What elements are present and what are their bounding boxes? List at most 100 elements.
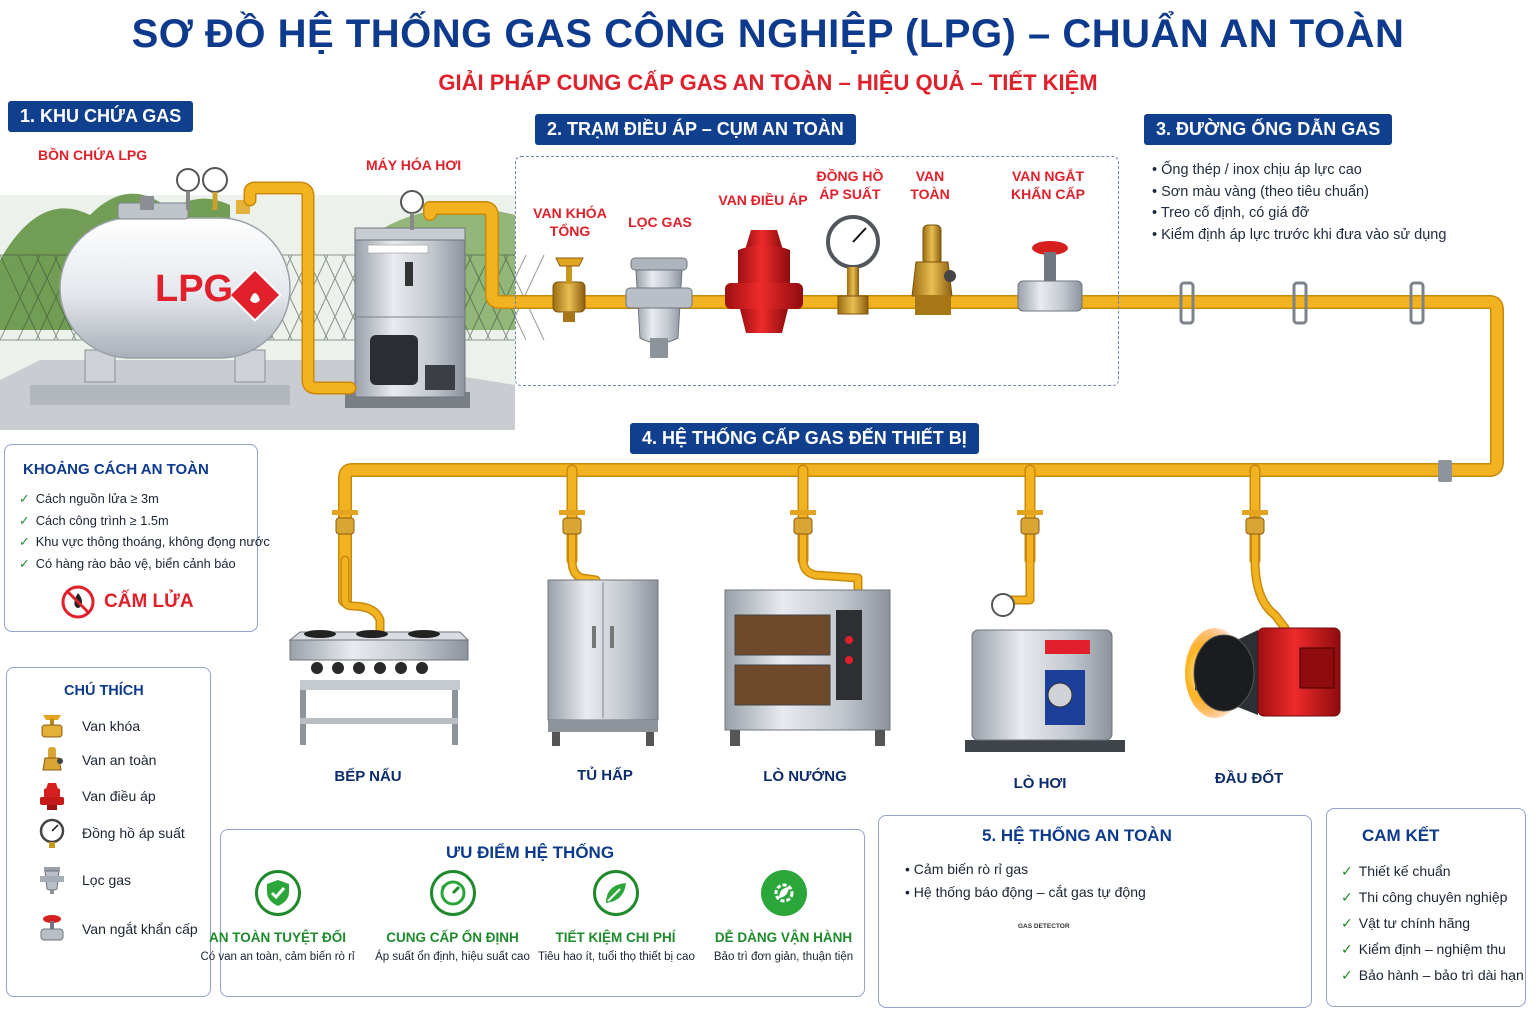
commitment-title: CAM KẾT bbox=[1362, 826, 1440, 845]
legend-panel: CHÚ THÍCH Van khóa Van an toàn Van điều … bbox=[6, 667, 211, 997]
burner bbox=[1185, 627, 1341, 718]
device-ball-valve bbox=[562, 517, 582, 535]
pipe-segment bbox=[342, 557, 383, 635]
pressure-regulator bbox=[725, 230, 803, 333]
gas-filter-icon bbox=[40, 867, 64, 894]
label-gas-filter: LỌC GAS bbox=[628, 214, 692, 230]
device-valve-handle bbox=[1017, 510, 1043, 515]
legend-title: CHÚ THÍCH bbox=[64, 683, 144, 699]
list-item: ✓Bảo hành – bảo trì dài hạn bbox=[1341, 967, 1524, 983]
no-fire-warning: CẤM LỬA bbox=[61, 585, 194, 619]
safety-system-panel: 5. HỆ THỐNG AN TOÀN bbox=[878, 815, 1312, 1008]
tank-label: BỒN CHỨA LPG bbox=[38, 147, 148, 163]
check-icon: ✓ bbox=[1341, 941, 1353, 957]
emergency-valve-icon bbox=[40, 915, 64, 941]
label-regulator: VAN ĐIỀU ÁP bbox=[718, 192, 808, 208]
stove bbox=[288, 630, 470, 745]
emergency-shutoff-valve bbox=[1017, 241, 1083, 312]
pipeline-note: Treo cố định, có giá đỡ bbox=[1152, 203, 1446, 225]
list-item: ✓Cách công trình ≥ 1.5m bbox=[19, 512, 169, 528]
list-item: Cảm biến rò rỉ gas bbox=[905, 858, 1146, 881]
safe-distance-list: ✓Cách nguồn lửa ≥ 3m ✓Cách công trình ≥ … bbox=[19, 488, 270, 575]
pipeline-note: Sơn màu vàng (theo tiêu chuẩn) bbox=[1152, 182, 1446, 204]
pipe-union bbox=[1438, 460, 1452, 482]
no-fire-text: CẤM LỬA bbox=[104, 591, 194, 612]
lpg-tank bbox=[59, 202, 291, 383]
section-tag-storage: 1. KHU CHỨA GAS bbox=[8, 101, 194, 132]
page-subtitle: GIẢI PHÁP CUNG CẤP GAS AN TOÀN – HIỆU QU… bbox=[438, 70, 1098, 95]
device-valve-handle bbox=[332, 510, 358, 515]
check-icon: ✓ bbox=[1341, 863, 1353, 879]
legend-item: Van khóa bbox=[37, 711, 140, 741]
vaporizer-label: MÁY HÓA HƠI bbox=[366, 157, 462, 173]
fence-wire bbox=[0, 254, 41, 341]
device-valve-handle bbox=[1242, 510, 1268, 515]
pipe-segment bbox=[569, 527, 599, 583]
detector-label: GAS DETECTOR bbox=[1018, 923, 1070, 930]
pipe-segment-outline bbox=[998, 525, 1035, 605]
tank-fittings bbox=[140, 167, 250, 214]
safety-valve bbox=[911, 224, 956, 315]
safety-system-list: Cảm biến rò rỉ gas Hệ thống báo động – c… bbox=[905, 858, 1146, 904]
pressure-gauge-icon bbox=[39, 818, 65, 848]
legend-item: Van điều áp bbox=[37, 781, 156, 811]
gear-leaf-icon bbox=[760, 870, 807, 916]
safety-system-title: 5. HỆ THỐNG AN TOÀN bbox=[982, 826, 1172, 845]
device-ball-valve bbox=[1020, 517, 1040, 535]
vaporizer bbox=[345, 190, 470, 408]
advantage-item: TIẾT KIỆM CHI PHÍ Tiêu hao ít, tuổi thọ … bbox=[538, 870, 695, 963]
safety-valve-icon bbox=[42, 747, 63, 771]
steamer-cabinet bbox=[547, 579, 659, 746]
check-icon: ✓ bbox=[1341, 889, 1353, 905]
fence-wire bbox=[17, 254, 59, 341]
list-item: ✓Khu vực thông thoáng, không đọng nước bbox=[19, 534, 270, 550]
section-tag-pipeline: 3. ĐƯỜNG ỐNG DẪN GAS bbox=[1144, 114, 1393, 145]
regulator-icon bbox=[40, 783, 64, 810]
device-ball-valve bbox=[335, 517, 355, 535]
boiler bbox=[965, 593, 1125, 752]
check-icon: ✓ bbox=[1341, 967, 1353, 983]
commitment-panel: CAM KẾT ✓Thiết kế chuẩn ✓Thi công chuyên… bbox=[1326, 808, 1526, 1007]
section-tag-regulator: 2. TRẠM ĐIỀU ÁP – CỤM AN TOÀN bbox=[535, 114, 856, 145]
tank-marking: LPG bbox=[155, 268, 234, 310]
list-item: ✓Có hàng rào bảo vệ, biển cảnh báo bbox=[19, 556, 236, 572]
pipeline-note: Ống thép / inox chịu áp lực cao bbox=[1152, 160, 1446, 182]
device-valve-handle bbox=[559, 510, 585, 515]
check-icon: ✓ bbox=[19, 556, 30, 572]
device-label-burner: ĐẦU ĐỐT bbox=[1214, 770, 1284, 787]
legend-item: Đồng hồ áp suất bbox=[37, 818, 185, 848]
label-emergency-valve: VAN NGẮT KHẨN CẤP bbox=[1011, 168, 1085, 202]
legend-item: Van ngắt khẩn cấp bbox=[37, 914, 198, 944]
label-main-valve: VAN KHÓA TỔNG bbox=[533, 205, 607, 239]
list-item: ✓Thiết kế chuẩn bbox=[1341, 863, 1451, 879]
ball-valve-icon bbox=[41, 715, 63, 738]
label-safety-valve: VAN TOÀN bbox=[910, 168, 950, 202]
list-item: ✓Vật tư chính hãng bbox=[1341, 915, 1471, 931]
pipe-segment bbox=[339, 202, 1503, 606]
pipe-bracket bbox=[1179, 281, 1195, 325]
pipeline-notes: Ống thép / inox chịu áp lực cao Sơn màu … bbox=[1152, 160, 1447, 246]
section-tag-supply: 4. HỆ THỐNG CẤP GAS ĐẾN THIẾT BỊ bbox=[630, 423, 979, 454]
advantages-panel: ƯU ĐIỂM HỆ THỐNG bbox=[220, 829, 865, 997]
legend-item: Lọc gas bbox=[37, 865, 131, 895]
device-label-boiler: LÒ HƠI bbox=[1013, 775, 1067, 792]
device-label-oven: LÒ NƯỚNG bbox=[763, 768, 847, 785]
leaf-icon bbox=[592, 870, 639, 916]
pipe-segment bbox=[1252, 517, 1288, 631]
regulator-station-frame bbox=[515, 156, 1119, 386]
list-item: ✓Thi công chuyên nghiệp bbox=[1341, 889, 1508, 905]
device-label-stove: BẾP NẤU bbox=[334, 768, 402, 785]
device-valve-handle bbox=[790, 510, 816, 515]
check-icon: ✓ bbox=[1341, 915, 1353, 931]
advantage-item: DỄ DÀNG VẬN HÀNH Bảo trì đơn giản, thuận… bbox=[706, 870, 861, 963]
check-icon: ✓ bbox=[19, 534, 30, 550]
device-label-steamer: TỦ HẤP bbox=[577, 767, 633, 784]
list-item: ✓Kiểm định – nghiệm thu bbox=[1341, 941, 1506, 957]
list-item: Hệ thống báo động – cắt gas tự động bbox=[905, 881, 1146, 904]
pipe-segment bbox=[245, 183, 355, 393]
label-pressure-gauge: ĐỒNG HỒ ÁP SUẤT bbox=[816, 168, 884, 202]
pipe-segment-outline bbox=[798, 525, 863, 597]
ball-valve-main bbox=[552, 257, 586, 322]
safe-distance-panel: KHOẢNG CÁCH AN TOÀN ✓Cách nguồn lửa ≥ 3m… bbox=[4, 444, 270, 632]
